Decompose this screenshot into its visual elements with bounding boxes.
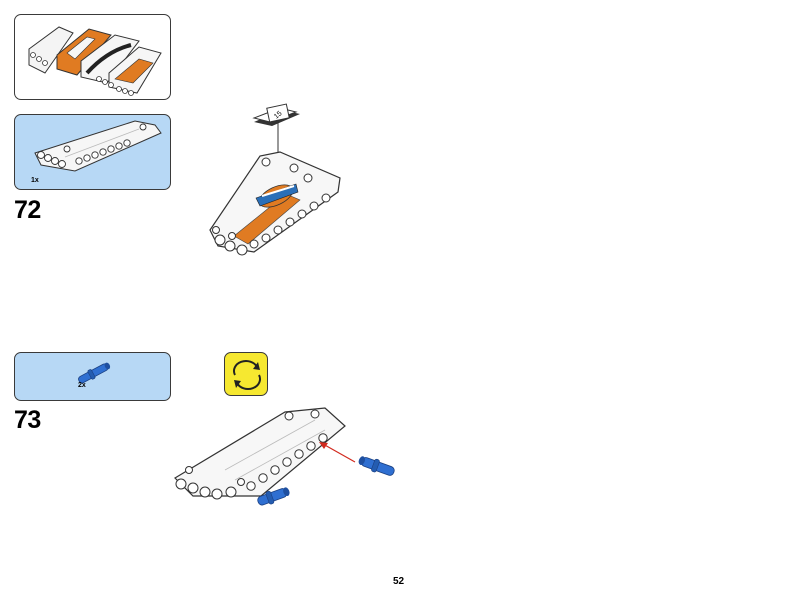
blue-pin-part-icon (78, 362, 111, 384)
step-number-72: 72 (14, 196, 41, 224)
blue-pin-inserted (257, 487, 290, 506)
rotate-model-icon (224, 352, 268, 396)
overview-box (14, 14, 171, 100)
parts-list-step-72: 1x (14, 114, 171, 190)
white-wing-panel-part-icon (34, 120, 162, 172)
decal-logo (255, 183, 299, 208)
parts-list-step-73: 2x (14, 352, 171, 401)
step-72-illustration: 15 (209, 103, 341, 256)
step-number-73: 73 (14, 406, 41, 434)
insertion-arrow (319, 442, 356, 463)
sticker-callout: 15 (252, 103, 300, 126)
blue-pin-floating (358, 456, 395, 476)
assembled-panels-icon (28, 26, 162, 96)
step-73-illustration (174, 407, 395, 506)
page-number: 52 (393, 576, 405, 587)
sticker-number-label: 15 (273, 110, 284, 120)
part-quantity: 2x (78, 382, 86, 389)
part-quantity: 1x (31, 177, 39, 184)
